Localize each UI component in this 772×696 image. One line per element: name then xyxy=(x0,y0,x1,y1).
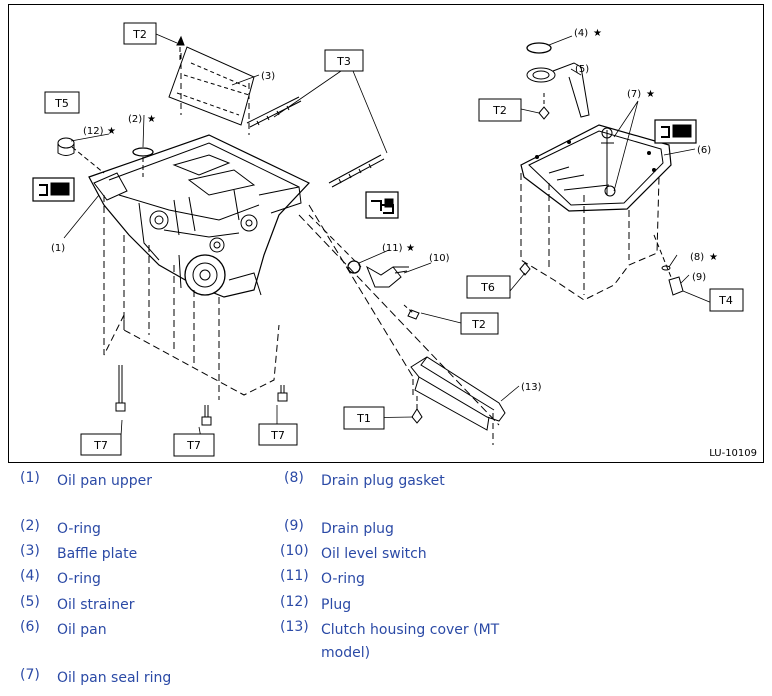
exploded-parts-diagram: T2 T3 T5 T2 T6 T2 T4 T1 T7 T7 T7 (1) (2)… xyxy=(8,4,764,463)
diagram-canvas: T2 T3 T5 T2 T6 T2 T4 T1 T7 T7 T7 (1) (2)… xyxy=(32,22,744,457)
legend-number: (9) xyxy=(284,518,304,534)
legend-number: (2) xyxy=(20,518,40,534)
baffle-plate-drawing xyxy=(168,46,255,135)
callout-4: (4) xyxy=(574,28,588,39)
legend-number: (7) xyxy=(20,667,40,683)
callout-13: (13) xyxy=(521,382,542,393)
legend-item: (8) Drain plug gasket xyxy=(0,470,772,494)
legend-item: (9) Drain plug xyxy=(0,518,772,542)
legend-number: (6) xyxy=(20,619,40,635)
torque-label-t5: T5 xyxy=(54,97,69,110)
callout-3: (3) xyxy=(261,71,275,82)
legend-number: (8) xyxy=(284,470,304,486)
callout-2: (2) xyxy=(128,114,142,125)
torque-label-t4: T4 xyxy=(718,294,733,307)
legend-item: (11) O-ring xyxy=(0,568,772,592)
figure-id: LU-10109 xyxy=(709,448,757,459)
star-12: ★ xyxy=(107,126,116,137)
torque-labels: T2 T3 T5 T2 T6 T2 T4 T1 T7 T7 T7 xyxy=(54,28,733,452)
legend-text: Drain plug gasket xyxy=(321,473,445,489)
callout-10: (10) xyxy=(429,253,450,264)
clutch-housing-cover-drawing xyxy=(410,356,506,445)
sealant-icon-left xyxy=(32,177,75,202)
legend-item: (4) O-ring xyxy=(0,568,280,592)
star-2: ★ xyxy=(147,114,156,125)
oil-pan-upper-drawing xyxy=(88,134,310,400)
callout-9: (9) xyxy=(692,272,706,283)
legend-text: Oil pan seal ring xyxy=(57,670,172,686)
legend-text: O-ring xyxy=(57,571,101,587)
callout-7: (7) xyxy=(627,89,641,100)
torque-label-t1: T1 xyxy=(356,412,371,425)
callout-5: (5) xyxy=(575,64,589,75)
legend-item: (13) Clutch housing cover (MT model) xyxy=(0,619,772,667)
legend-number: (5) xyxy=(20,594,40,610)
legend-item: (1) Oil pan upper xyxy=(0,470,280,494)
callout-6: (6) xyxy=(697,145,711,156)
callout-12: (12) xyxy=(83,126,104,137)
legend-text: Oil level switch xyxy=(321,546,427,562)
legend-text: O-ring xyxy=(321,571,365,587)
legend-item: (6) Oil pan xyxy=(0,619,280,643)
legend-number: (13) xyxy=(280,619,309,635)
torque-label-t2-switch: T2 xyxy=(471,318,486,331)
legend-number: (1) xyxy=(20,470,40,486)
legend-text: Plug xyxy=(321,597,352,613)
legend-item: (3) Baffle plate xyxy=(0,543,280,567)
legend-number: (12) xyxy=(280,594,309,610)
torque-label-t7-mid: T7 xyxy=(186,439,201,452)
legend-item: (5) Oil strainer xyxy=(0,594,280,618)
legend-item: (12) Plug xyxy=(0,594,772,618)
callout-8: (8) xyxy=(690,252,704,263)
torque-label-t2-top: T2 xyxy=(132,28,147,41)
legend-text: Baffle plate xyxy=(57,546,138,562)
legend-item: (7) Oil pan seal ring xyxy=(0,667,280,691)
oil-can-icon xyxy=(365,191,399,219)
legend-number: (3) xyxy=(20,543,40,559)
torque-label-t7-right: T7 xyxy=(270,429,285,442)
legend-number: (11) xyxy=(280,568,309,584)
torque-label-t7-left: T7 xyxy=(93,439,108,452)
legend-text: Oil pan xyxy=(57,622,107,638)
legend-text: Drain plug xyxy=(321,521,394,537)
torque-label-t3: T3 xyxy=(336,55,351,68)
legend-number: (4) xyxy=(20,568,40,584)
star-7: ★ xyxy=(646,89,655,100)
legend-text: O-ring xyxy=(57,521,101,537)
oil-pan-drawing xyxy=(520,124,672,301)
legend-text: Oil strainer xyxy=(57,597,135,613)
legend-text: Oil pan upper xyxy=(57,473,153,489)
part-callouts: (1) (2) ★ (3) (4) ★ (5) (6) (7) ★ (8) ★ … xyxy=(51,28,718,393)
callout-1: (1) xyxy=(51,243,65,254)
torque-label-t2-strainer: T2 xyxy=(492,104,507,117)
legend-item: (2) O-ring xyxy=(0,518,280,542)
callout-11: (11) xyxy=(382,243,403,254)
legend-text: Clutch housing cover (MT model) xyxy=(321,622,500,661)
star-8: ★ xyxy=(709,252,718,263)
sealant-icon-right xyxy=(654,119,697,144)
torque-label-t6: T6 xyxy=(480,281,495,294)
legend-number: (10) xyxy=(280,543,309,559)
legend-item: (10) Oil level switch xyxy=(0,543,772,567)
star-11: ★ xyxy=(406,243,415,254)
star-4: ★ xyxy=(593,28,602,39)
